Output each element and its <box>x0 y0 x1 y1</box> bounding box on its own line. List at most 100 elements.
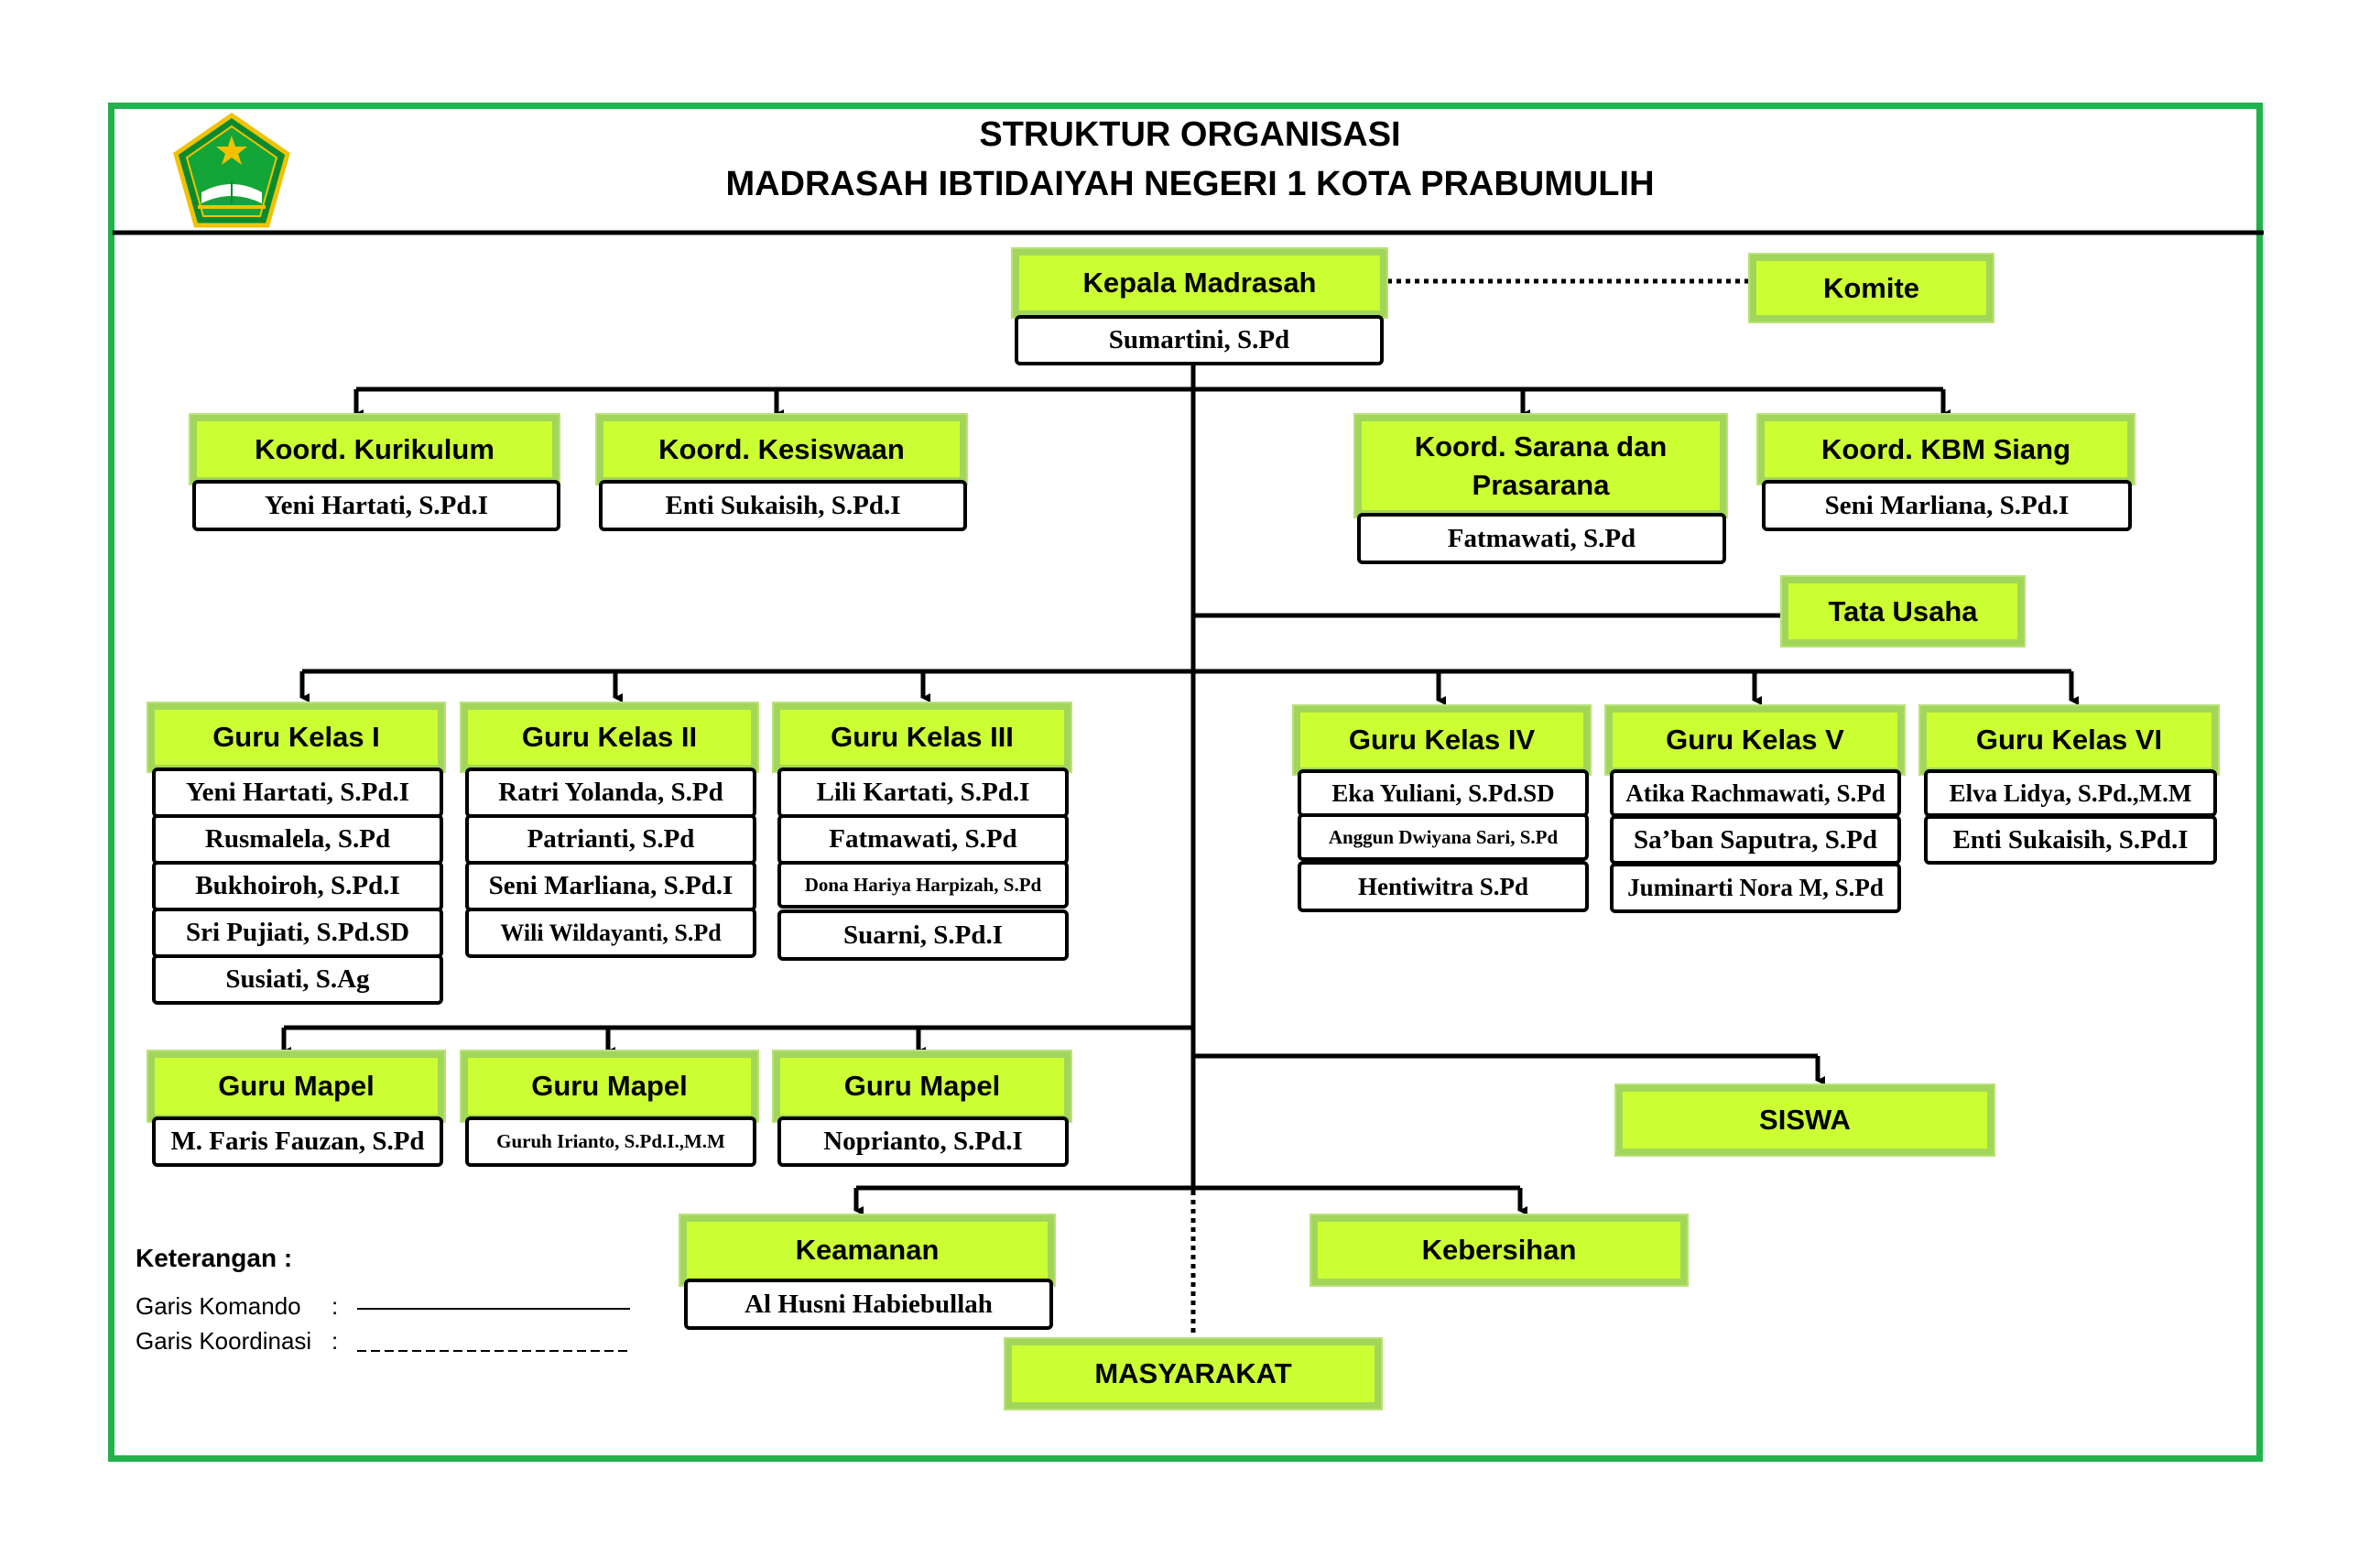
kesiswaan-title: Koord. Kesiswaan <box>658 432 905 465</box>
legend-heading: Keterangan : <box>136 1244 293 1272</box>
legend-komando-label: Garis Komando <box>136 1292 301 1320</box>
kelas3-teacher: Fatmawati, S.Pd <box>777 814 1069 865</box>
teacher-name: Yeni Hartati, S.Pd.I <box>185 778 410 807</box>
tata-usaha-title: Tata Usaha <box>1828 594 1978 627</box>
title-line-2: MADRASAH IBTIDAIYAH NEGERI 1 KOTA PRABUM… <box>725 165 1655 203</box>
kelas1-teacher: Sri Pujiati, S.Pd.SD <box>152 908 443 958</box>
kelas5-teacher: Juminarti Nora M, S.Pd <box>1610 863 1901 913</box>
guru-mapel-1-box: Guru Mapel <box>147 1050 446 1123</box>
keamanan-title: Keamanan <box>795 1234 940 1267</box>
teacher-name: Patrianti, S.Pd <box>527 824 695 854</box>
masyarakat-box: MASYARAKAT <box>1004 1337 1383 1410</box>
teacher-name: Elva Lidya, S.Pd.,M.M <box>1949 778 2192 807</box>
guru-kelas-2-box: Guru Kelas II <box>460 702 759 773</box>
koord-kesiswaan-box: Koord. Kesiswaan <box>595 413 968 485</box>
teacher-name: Sa’ban Saputra, S.Pd <box>1634 824 1877 855</box>
mapel2-title: Guru Mapel <box>531 1070 688 1103</box>
keamanan-name-box: Al Husni Habiebullah <box>684 1279 1053 1330</box>
kepala-madrasah-box: Kepala Madrasah <box>1011 247 1388 319</box>
kurikulum-name: Yeni Hartati, S.Pd.I <box>264 490 489 520</box>
kelas6-title: Guru Kelas VI <box>1975 724 2163 757</box>
kebersihan-box: Kebersihan <box>1310 1214 1689 1287</box>
kelas1-teacher: Susiati, S.Ag <box>152 954 443 1005</box>
kelas1-teacher: Bukhoiroh, S.Pd.I <box>152 861 443 911</box>
teacher-name: Bukhoiroh, S.Pd.I <box>195 871 400 900</box>
kelas4-teacher: Hentiwitra S.Pd <box>1298 861 1589 912</box>
teacher-name: Hentiwitra S.Pd <box>1358 872 1528 900</box>
kurikulum-title: Koord. Kurikulum <box>255 432 494 465</box>
kelas3-teacher: Lili Kartati, S.Pd.I <box>777 768 1069 818</box>
mapel1-title: Guru Mapel <box>218 1070 375 1103</box>
mapel3-title: Guru Mapel <box>843 1070 1001 1103</box>
legend-koordinasi-label: Garis Koordinasi <box>136 1327 312 1355</box>
kepala-name-box: Sumartini, S.Pd <box>1015 315 1384 365</box>
kelas3-teacher: Dona Hariya Harpizah, S.Pd <box>777 861 1069 909</box>
teacher-name: Fatmawati, S.Pd <box>829 824 1017 854</box>
kesiswaan-name-box: Enti Sukaisih, S.Pd.I <box>599 480 967 531</box>
mapel1-name-box: M. Faris Fauzan, S.Pd <box>152 1116 443 1167</box>
guru-kelas-1-box: Guru Kelas I <box>147 702 446 773</box>
mapel2-name: Guruh Irianto, S.Pd.I.,M.M <box>496 1130 725 1152</box>
komite-box: Komite <box>1748 253 1994 323</box>
kelas1-title: Guru Kelas I <box>212 721 380 754</box>
teacher-name: Susiati, S.Ag <box>225 964 370 994</box>
guru-kelas-4-box: Guru Kelas IV <box>1292 704 1592 776</box>
komite-title: Komite <box>1822 271 1920 304</box>
tata-usaha-box: Tata Usaha <box>1780 575 2026 648</box>
teacher-name: Eka Yuliani, S.Pd.SD <box>1331 778 1555 807</box>
kelas5-teacher: Sa’ban Saputra, S.Pd <box>1610 815 1901 865</box>
teacher-name: Rusmalela, S.Pd <box>204 824 391 854</box>
mapel3-name-box: Noprianto, S.Pd.I <box>777 1116 1069 1167</box>
kelas6-teacher: Elva Lidya, S.Pd.,M.M <box>1924 769 2217 817</box>
teacher-name: Seni Marliana, S.Pd.I <box>488 871 734 900</box>
guru-kelas-6-box: Guru Kelas VI <box>1918 704 2220 776</box>
kelas4-title: Guru Kelas IV <box>1348 724 1536 757</box>
koord-kbm-box: Koord. KBM Siang <box>1756 413 2135 485</box>
kelas6-teacher: Enti Sukaisih, S.Pd.I <box>1924 815 2217 865</box>
kepala-name: Sumartini, S.Pd <box>1108 325 1290 354</box>
guru-mapel-3-box: Guru Mapel <box>772 1050 1072 1123</box>
kelas2-teacher: Ratri Yolanda, S.Pd <box>465 768 756 818</box>
teacher-name: Ratri Yolanda, S.Pd <box>498 778 723 807</box>
guru-kelas-3-box: Guru Kelas III <box>772 702 1072 773</box>
kelas2-title: Guru Kelas II <box>521 721 698 754</box>
green-frame <box>108 103 2263 1462</box>
title-line-1: STRUKTUR ORGANISASI <box>979 115 1401 154</box>
kemenag-logo-icon <box>173 112 290 228</box>
koord-kurikulum-box: Koord. Kurikulum <box>189 413 560 485</box>
kelas4-teacher: Eka Yuliani, S.Pd.SD <box>1298 769 1589 817</box>
kelas1-teacher: Yeni Hartati, S.Pd.I <box>152 768 443 818</box>
kbm-name-box: Seni Marliana, S.Pd.I <box>1762 480 2132 531</box>
teacher-name: Lili Kartati, S.Pd.I <box>816 778 1030 807</box>
siswa-title: SISWA <box>1759 1104 1851 1137</box>
mapel3-name: Noprianto, S.Pd.I <box>823 1127 1023 1156</box>
kesiswaan-name: Enti Sukaisih, S.Pd.I <box>665 490 901 520</box>
teacher-name: Sri Pujiati, S.Pd.SD <box>185 918 410 947</box>
kelas5-teacher: Atika Rachmawati, S.Pd <box>1610 769 1901 817</box>
mapel1-name: M. Faris Fauzan, S.Pd <box>170 1127 425 1156</box>
legend-colon: : <box>331 1327 339 1355</box>
kbm-name: Seni Marliana, S.Pd.I <box>1824 490 2070 520</box>
guru-kelas-5-box: Guru Kelas V <box>1604 704 1906 776</box>
teacher-name: Anggun Dwiyana Sari, S.Pd <box>1328 825 1559 848</box>
kepala-title: Kepala Madrasah <box>1082 267 1317 299</box>
kelas1-teacher: Rusmalela, S.Pd <box>152 814 443 865</box>
keamanan-name: Al Husni Habiebullah <box>744 1289 993 1319</box>
kelas3-teacher: Suarni, S.Pd.I <box>777 909 1069 961</box>
sarana-title: Koord. Sarana dan Prasarana <box>1414 430 1668 501</box>
keamanan-box: Keamanan <box>679 1214 1056 1287</box>
kurikulum-name-box: Yeni Hartati, S.Pd.I <box>192 480 560 531</box>
sarana-name-box: Fatmawati, S.Pd <box>1357 513 1726 564</box>
kelas5-title: Guru Kelas V <box>1666 724 1844 757</box>
masyarakat-title: MASYARAKAT <box>1094 1357 1292 1390</box>
teacher-name: Dona Hariya Harpizah, S.Pd <box>804 873 1042 896</box>
mapel2-name-box: Guruh Irianto, S.Pd.I.,M.M <box>465 1116 756 1167</box>
kebersihan-title: Kebersihan <box>1421 1234 1577 1267</box>
kelas2-teacher: Patrianti, S.Pd <box>465 814 756 865</box>
kelas2-teacher: Seni Marliana, S.Pd.I <box>465 861 756 911</box>
kelas2-teacher: Wili Wildayanti, S.Pd <box>465 908 756 958</box>
teacher-name: Atika Rachmawati, S.Pd <box>1625 778 1886 807</box>
kelas4-teacher: Anggun Dwiyana Sari, S.Pd <box>1298 813 1589 861</box>
